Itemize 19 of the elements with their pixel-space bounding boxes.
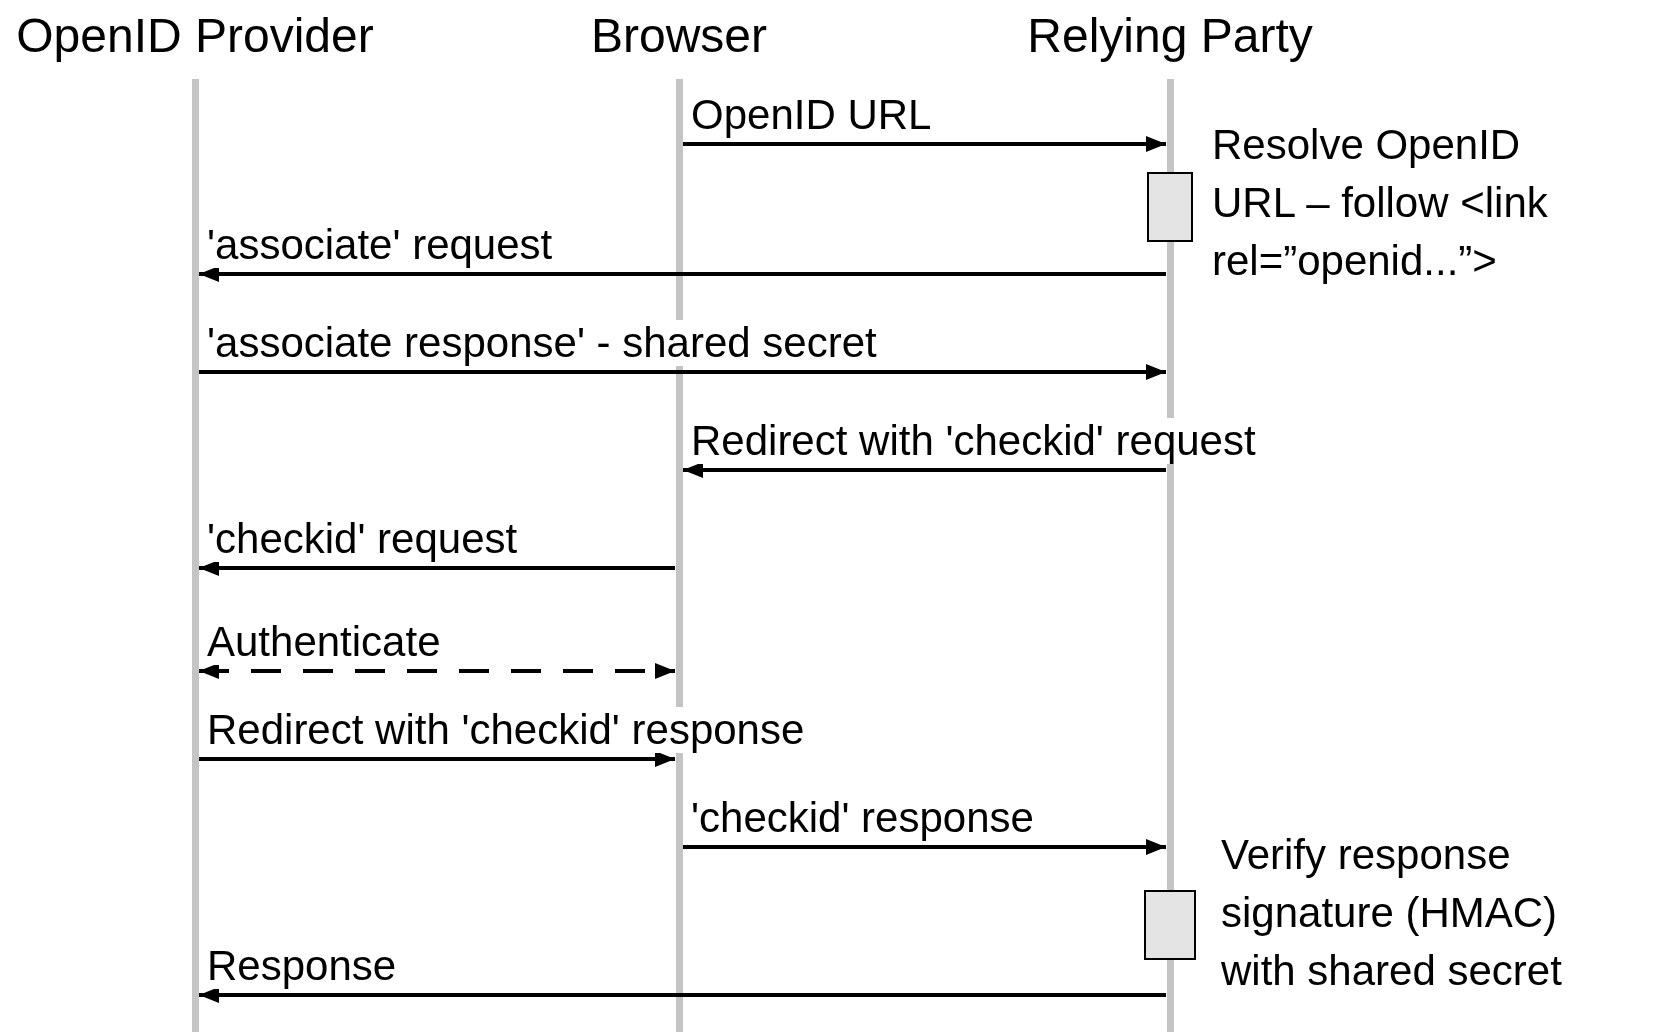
message-arrow [683, 462, 1166, 478]
message-arrow [199, 987, 1166, 1003]
message-arrow [199, 266, 1166, 282]
message-arrow [683, 839, 1166, 855]
note-text: Resolve OpenID URL – follow <link rel=”openid...”> [1212, 120, 1549, 286]
message-arrow [683, 136, 1166, 152]
message-label: Redirect with 'checkid' response [207, 707, 805, 753]
lifeline-header: Browser [589, 8, 768, 64]
message-arrow [199, 560, 675, 576]
message-label: Redirect with 'checkid' request [691, 418, 1256, 464]
activation-box [1147, 172, 1193, 242]
message-arrow [199, 751, 675, 767]
note-text: Verify response signature (HMAC) with shared secret [1221, 830, 1563, 996]
activation-box [1144, 890, 1196, 960]
lifeline-header: Relying Party [1026, 8, 1314, 64]
lifeline-header: OpenID Provider [15, 8, 375, 64]
message-arrow [199, 364, 1166, 380]
message-arrow [199, 663, 675, 679]
message-label: 'associate response' - shared secret [207, 320, 877, 366]
